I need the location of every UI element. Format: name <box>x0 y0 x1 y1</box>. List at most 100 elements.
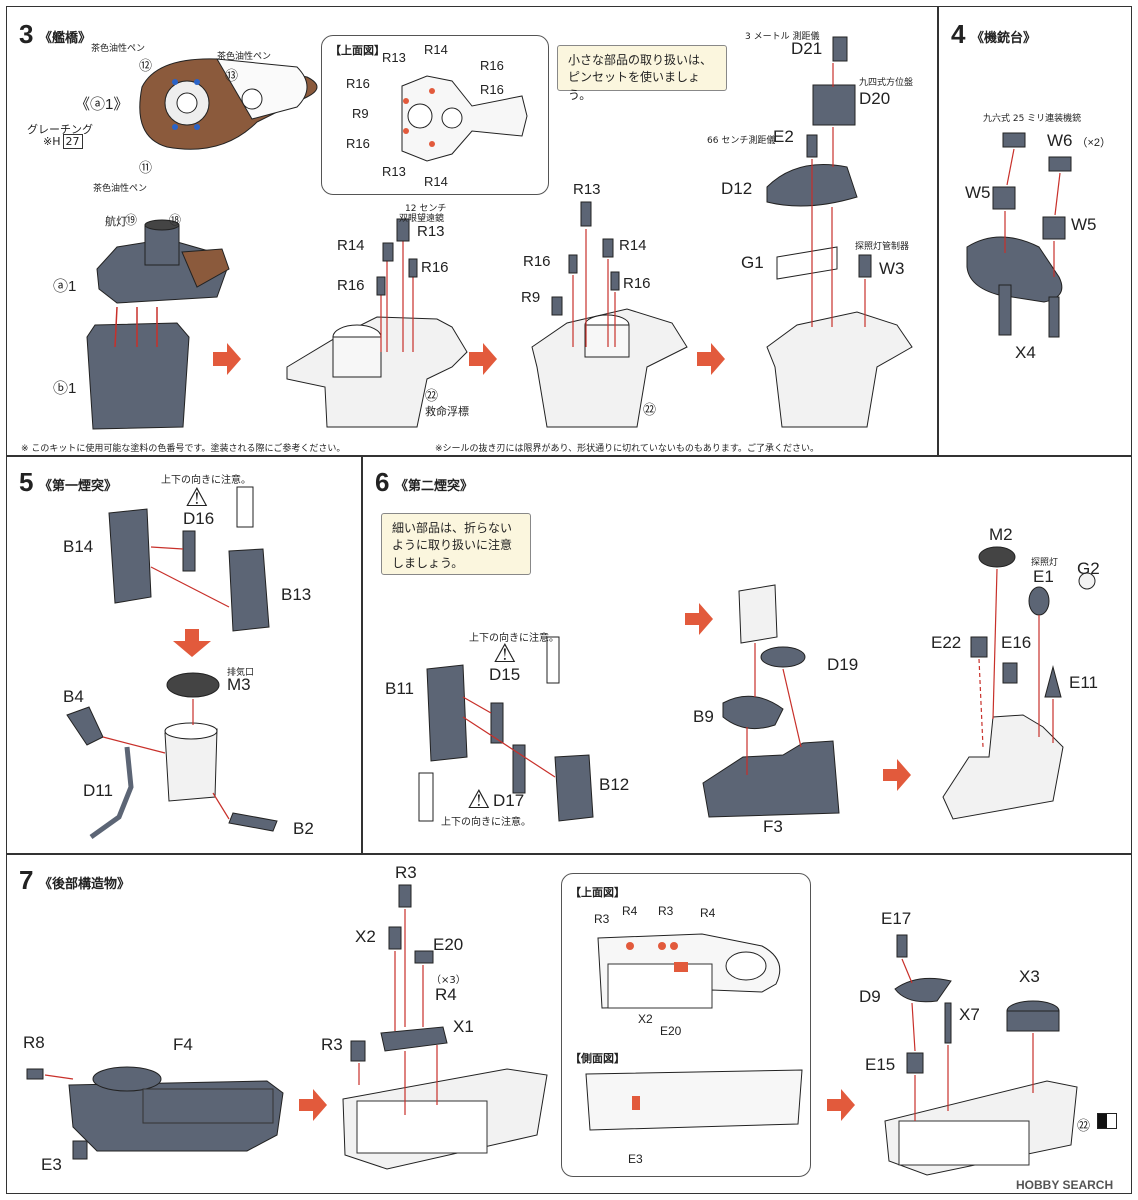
footnote-paint: ※ このキットに使用可能な塗料の色番号です。塗装される際にご参考ください。 <box>21 444 346 454</box>
step-7-title: 《後部構造物》 <box>39 877 131 892</box>
step-4-illustration <box>966 132 1072 338</box>
part-e17: E17 <box>881 909 912 928</box>
part-b12: B12 <box>599 775 630 794</box>
navlight-label: 航灯 <box>105 215 127 228</box>
rear-inset-drawings <box>585 933 803 1131</box>
s3-r14: R14 <box>619 237 647 254</box>
part-r4: R4 <box>435 985 457 1004</box>
part-d11: D11 <box>83 781 113 800</box>
part-e1: E1 <box>1033 567 1054 586</box>
bridge-top-view-inset: 【上面図】 R13 R14 R16 R16 R9 R16 R16 R13 R14 <box>321 35 549 195</box>
a1-top-view-label: 《ⓐ1》 <box>75 96 129 113</box>
step-7-marker-22: ㉒ <box>1077 1119 1091 1134</box>
orient-note-d15: 上下の向きに注意。 <box>469 633 559 644</box>
part-d15: D15 <box>489 665 521 684</box>
part-r3-top: R3 <box>395 863 417 882</box>
part-d19: D19 <box>827 655 859 674</box>
tip-line-1: 小さな部品の取り扱いは、 <box>568 53 713 67</box>
scope-note-line1: 12 センチ <box>405 204 447 214</box>
paint-marker-13: ⑬ <box>225 69 239 84</box>
rear-inset-e20: E20 <box>660 1024 682 1038</box>
inset-bridge-outline <box>401 75 528 162</box>
exhaust-note: 排気口 <box>227 668 255 678</box>
step-5-illustration <box>66 486 278 840</box>
part-x3: X3 <box>1019 967 1040 986</box>
searchlight-ctrl-note: 探照灯管制器 <box>855 242 910 252</box>
searchlight-note: 探照灯 <box>1031 558 1059 568</box>
part-m2: M2 <box>989 525 1013 544</box>
step-6-title: 《第二煙突》 <box>395 479 474 494</box>
warning-icon: ⚠ <box>185 483 209 513</box>
rear-inset-r3-left: R3 <box>594 912 610 926</box>
s2-r13: R13 <box>417 223 445 240</box>
inset-title: 【上面図】 <box>330 44 385 57</box>
inset-r14-top: R14 <box>424 42 448 57</box>
scope-note-line2: 双眼望遠鏡 <box>399 214 445 224</box>
part-f4: F4 <box>173 1035 193 1054</box>
step-5-number: 5 <box>19 467 34 497</box>
w6-qty: （×2） <box>1076 137 1112 149</box>
part-b14: B14 <box>63 537 94 556</box>
step-7-number: 7 <box>19 865 34 895</box>
rear-top-view-inset: 【上面図】 R3 R4 R3 R4 X2 E20 【側面図】 E3 <box>561 873 811 1177</box>
part-w5-left: W5 <box>965 183 991 202</box>
rangefinder-3m-note: 3 メートル 測距儀 <box>745 32 820 42</box>
part-x1: X1 <box>453 1017 474 1036</box>
part-b2: B2 <box>293 819 314 838</box>
inset-r13-bottom: R13 <box>382 164 406 179</box>
step-4-number: 4 <box>951 19 966 49</box>
grating-label: グレーチング <box>27 123 93 136</box>
s3-r16-left: R16 <box>523 253 551 270</box>
part-b4: B4 <box>63 687 84 706</box>
step-3-title: 《艦橋》 <box>39 31 92 46</box>
part-b9: B9 <box>693 707 714 726</box>
lifebuoy-marker: ㉒ <box>425 389 439 404</box>
part-d17: D17 <box>493 791 525 810</box>
part-w5-right: W5 <box>1071 215 1097 234</box>
inset-r16-top-right: R16 <box>480 58 504 73</box>
part-f3: F3 <box>763 817 783 836</box>
inset-r14-bottom: R14 <box>424 174 448 189</box>
navlight-marker-19: ⑲ <box>125 213 138 227</box>
part-x7: X7 <box>959 1005 980 1024</box>
part-e16: E16 <box>1001 633 1032 652</box>
s3-r9: R9 <box>521 289 541 306</box>
watermark: HOBBY SEARCH <box>1016 1178 1114 1192</box>
part-e15: E15 <box>865 1055 896 1074</box>
part-e22: E22 <box>931 633 962 652</box>
part-e11: E11 <box>1069 673 1098 692</box>
paint-marker-12: ⑫ <box>139 59 153 74</box>
inset-r16-top-left: R16 <box>346 76 370 91</box>
step-7-illustration <box>26 884 1078 1176</box>
step-4-panel: 4 《機銃台》 九六式 25 ミリ連装機銃 W6（×2） W5 W5 X4 <box>938 6 1132 456</box>
part-b11: B11 <box>385 679 414 698</box>
step-7-panel: 7 《後部構造物》 R8 F4 E3 R3 X2 E20 （×3） R4 X1 … <box>6 854 1132 1194</box>
tip6-line-2: ように取り扱いに注意 <box>392 538 513 553</box>
part-r8: R8 <box>23 1033 45 1052</box>
rear-inset-e3: E3 <box>628 1152 643 1166</box>
paint-pen-note-bottom: 茶色油性ペン <box>93 184 148 194</box>
tweezers-tip-bubble: 小さな部品の取り扱いは、 ピンセットを使いましょう。 <box>557 45 727 102</box>
inset-r16-right: R16 <box>480 82 504 97</box>
part-e3: E3 <box>41 1155 62 1174</box>
part-b1-label: ⓑ1 <box>53 380 77 397</box>
dir94-note: 九四式方位盤 <box>859 78 914 88</box>
step-5-panel: 5 《第一煙突》 上下の向きに注意。 ⚠ D16 B14 B13 排気口 M3 … <box>6 456 362 854</box>
s2-r16-left: R16 <box>337 277 365 294</box>
step-3-illustration <box>86 36 913 430</box>
part-r3-left: R3 <box>321 1035 343 1054</box>
part-e20: E20 <box>433 935 464 954</box>
step-4-title: 《機銃台》 <box>971 31 1037 46</box>
part-m3: M3 <box>227 675 251 694</box>
step-6-number: 6 <box>375 467 390 497</box>
rear-inset-top-title: 【上面図】 <box>570 886 625 899</box>
s3-r16-right: R16 <box>623 275 651 292</box>
step-5-orient-note: 上下の向きに注意。 <box>161 475 251 486</box>
thin-parts-tip-bubble: 細い部品は、折らない ように取り扱いに注意 しましょう。 <box>381 513 531 575</box>
s2-r16-right: R16 <box>421 259 449 276</box>
grating-ref-box: 27 <box>62 134 83 149</box>
step-6-illustration <box>418 546 1096 822</box>
part-w6: W6（×2） <box>1047 131 1112 150</box>
part-g2: G2 <box>1077 559 1100 578</box>
footnote-sticker: ※シールの抜き刃には限界があり、形状通りに切れていないものもあります。ご了承くだ… <box>435 444 820 454</box>
